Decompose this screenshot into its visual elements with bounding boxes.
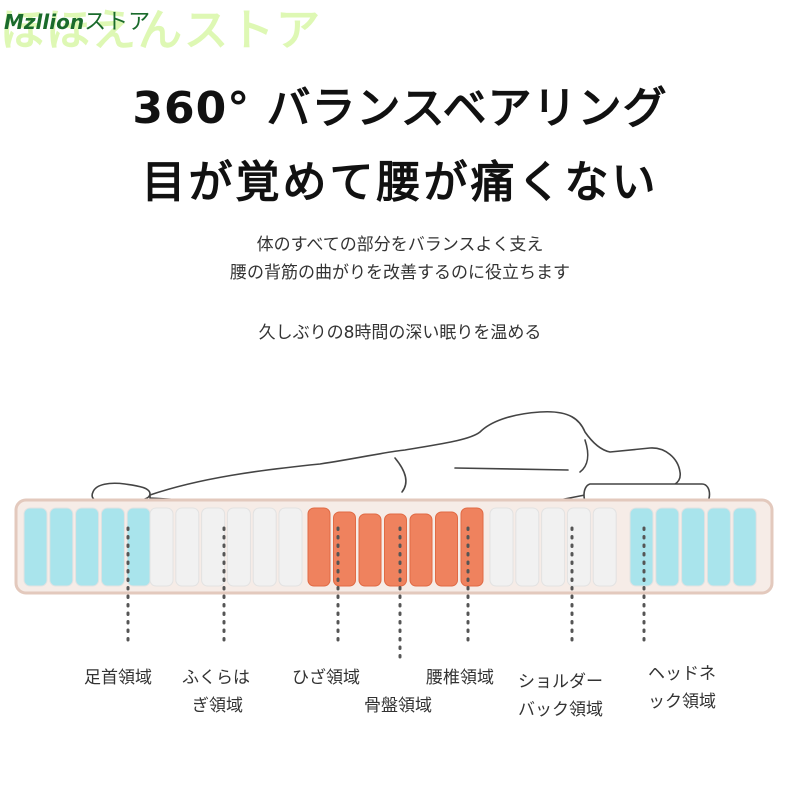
- headline-line-1: 360° バランスベアリング: [132, 83, 668, 134]
- neutral-spring: [278, 507, 303, 587]
- zone-label-pelvis: 骨盤領域: [364, 696, 432, 716]
- watermark-background-text: ほほえんストア: [0, 5, 322, 48]
- zone-label-lumbar: 腰椎領域: [426, 668, 494, 688]
- zone-label-shoulder: ショルダー バック領域: [518, 668, 603, 724]
- logo-text: Mzllion: [4, 10, 85, 34]
- zone-label-calf-line-2: ぎ領域: [192, 696, 243, 716]
- neutral-spring: [592, 507, 617, 587]
- support-spring: [307, 507, 331, 587]
- cool-spring: [49, 507, 74, 587]
- neutral-spring: [175, 507, 200, 587]
- cool-spring: [100, 507, 125, 587]
- zone-label-neck-line-1: ヘッドネ: [648, 664, 716, 684]
- neutral-spring: [515, 507, 540, 587]
- cool-spring: [732, 507, 757, 587]
- cool-spring: [75, 507, 100, 587]
- zone-label-neck: ヘッドネ ック領域: [648, 660, 716, 716]
- description-line-2: 腰の背筋の曲がりを改善するのに役立ちます: [230, 263, 570, 283]
- neutral-spring: [226, 507, 251, 587]
- cool-spring: [706, 507, 731, 587]
- cool-spring: [23, 507, 48, 587]
- neutral-spring: [541, 507, 566, 587]
- zone-label-foot: 足首領域: [84, 668, 152, 688]
- neutral-spring: [489, 507, 514, 587]
- neutral-spring: [149, 507, 174, 587]
- support-spring: [409, 513, 433, 587]
- support-spring: [435, 511, 458, 587]
- cool-spring: [126, 507, 151, 587]
- description-line-1: 体のすべての部分をバランスよく支え: [256, 235, 544, 255]
- zone-label-shoulder-line-2: バック領域: [518, 700, 603, 720]
- support-spring: [460, 507, 484, 587]
- neutral-spring: [252, 507, 277, 587]
- zone-leader-lines: [126, 526, 646, 664]
- zone-label-neck-line-2: ック領域: [648, 692, 716, 712]
- mattress-illustration: [14, 410, 774, 664]
- support-spring: [384, 513, 407, 587]
- shop-text: ストア: [84, 10, 151, 35]
- zone-label-calf-line-1: ふくらは: [182, 668, 250, 688]
- cool-spring: [655, 507, 680, 587]
- headline-line-2: 目が覚めて腰が痛くない: [141, 157, 659, 208]
- spring-row: [23, 507, 757, 587]
- watermark-logo: Mzllionストア: [4, 4, 150, 36]
- zone-label-shoulder-line-1: ショルダー: [518, 672, 603, 692]
- cool-spring: [629, 507, 654, 587]
- support-spring: [333, 511, 356, 587]
- zone-label-calf: ふくらは ぎ領域: [182, 664, 250, 720]
- cool-spring: [681, 507, 706, 587]
- support-spring: [358, 513, 382, 587]
- zone-label-knee: ひざ領域: [292, 668, 360, 688]
- shop-watermark: ほほえんストア Mzllionストア: [0, 0, 360, 48]
- neutral-spring: [201, 507, 226, 587]
- description-line-3: 久しぶりの8時間の深い眠りを温める: [258, 323, 542, 343]
